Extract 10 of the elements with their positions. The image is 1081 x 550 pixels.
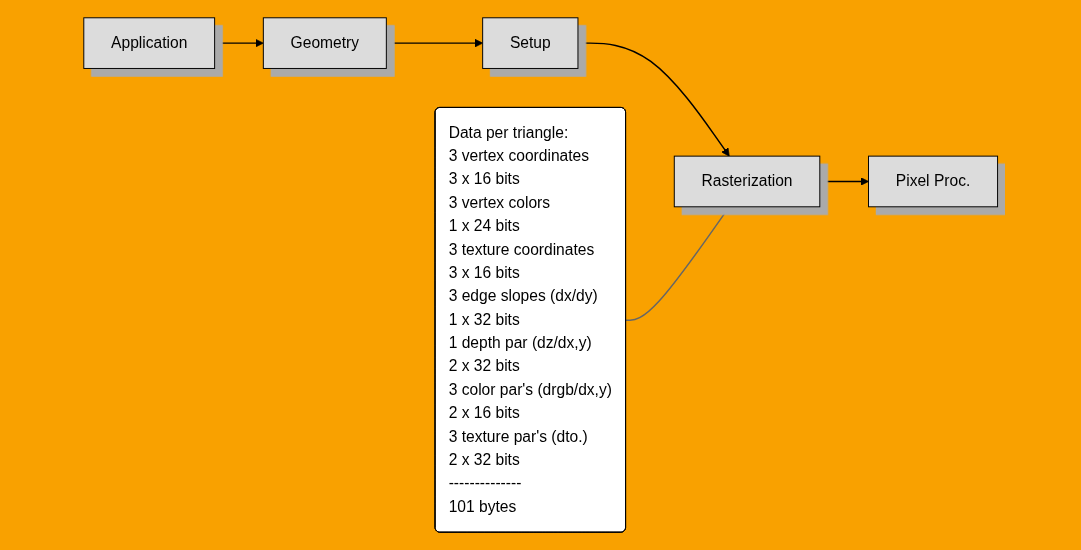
node-box: Rasterization — [673, 155, 821, 208]
node-box: Pixel Proc. — [867, 155, 998, 208]
arrow — [818, 177, 869, 186]
node-box: Setup — [482, 17, 579, 69]
node-box: Geometry — [262, 17, 387, 69]
connector — [625, 206, 730, 322]
arrow — [577, 42, 730, 157]
arrow — [385, 38, 483, 48]
node-box: Application — [83, 17, 215, 69]
arrow — [213, 38, 264, 48]
